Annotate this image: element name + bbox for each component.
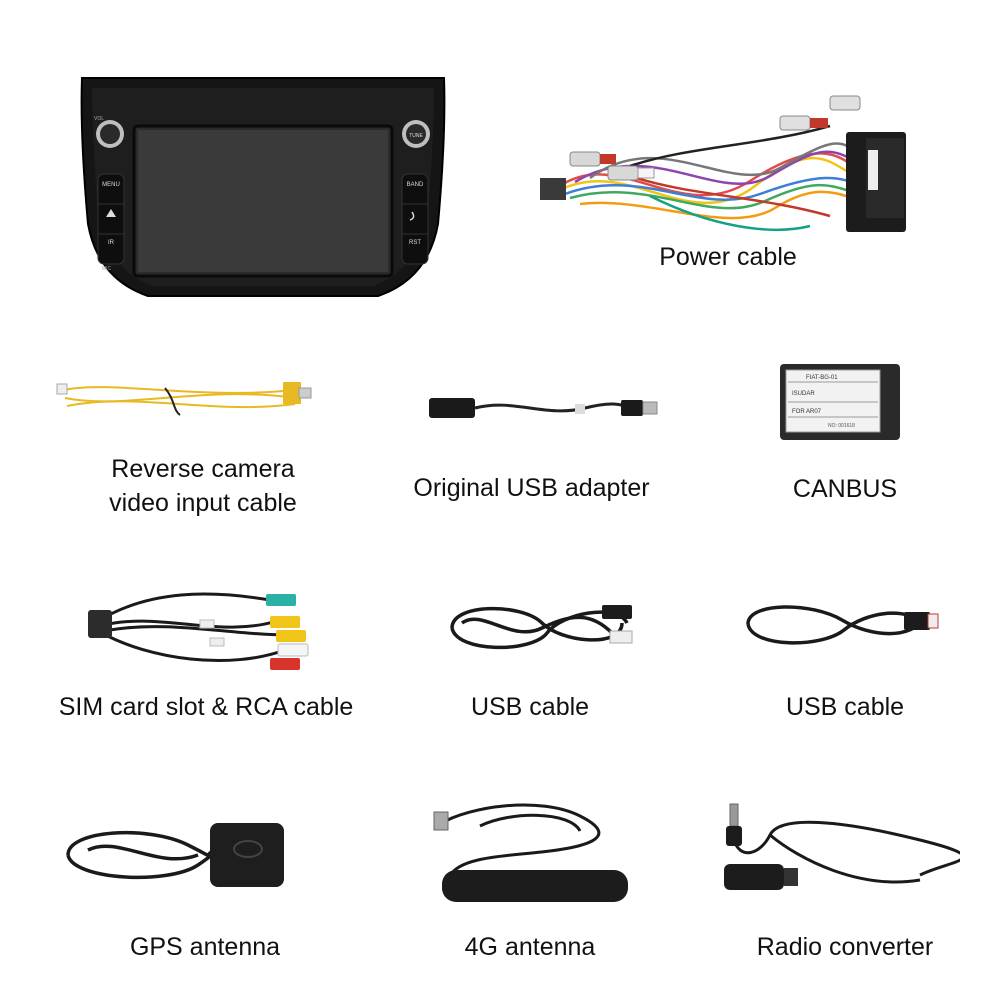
canbus-label-line4: NO: 001618 bbox=[828, 423, 855, 429]
canbus-label-line2: ISUDAR bbox=[792, 391, 815, 397]
usb-cable-1-caption: USB cable bbox=[450, 690, 610, 724]
usb-cable-2-caption-text: USB cable bbox=[785, 693, 905, 721]
reverse-camera-caption-line2: video input cable bbox=[109, 489, 297, 517]
gps-caption-text: GPS antenna bbox=[129, 933, 281, 961]
sim-rca-caption-text: SIM card slot & RCA cable bbox=[58, 693, 354, 721]
mic-label: MIC bbox=[102, 266, 112, 272]
sim-rca-caption: SIM card slot & RCA cable bbox=[42, 690, 370, 724]
usb-adapter-caption: Original USB adapter bbox=[393, 471, 670, 505]
radio-converter-caption: Radio converter bbox=[740, 930, 950, 964]
canbus-label-line3: FOR AR07 bbox=[792, 409, 822, 415]
head-unit: MENU IR BAND RST TUNE VOL MIC bbox=[78, 74, 448, 304]
band-label: BAND bbox=[407, 182, 424, 188]
usb-adapter-image bbox=[425, 388, 665, 428]
radio-converter-caption-text: Radio converter bbox=[756, 933, 934, 961]
gps-antenna-image bbox=[58, 815, 290, 895]
canbus-box: FIAT-BG-01 ISUDAR FOR AR07 NO: 001618 bbox=[778, 362, 902, 442]
reverse-camera-caption-line1: Reverse camera bbox=[111, 455, 295, 483]
canbus-caption: CANBUS bbox=[765, 472, 925, 506]
canbus-label-line1: FIAT-BG-01 bbox=[806, 375, 838, 381]
canbus-caption-text: CANBUS bbox=[792, 475, 898, 503]
power-cable-image bbox=[530, 86, 930, 246]
reverse-camera-caption: Reverse camera video input cable bbox=[55, 452, 351, 520]
power-cable-caption-text: Power cable bbox=[659, 243, 797, 271]
antenna-4g-caption-text: 4G antenna bbox=[464, 933, 596, 961]
reverse-camera-cable-image bbox=[55, 370, 315, 430]
vol-label: VOL bbox=[94, 116, 104, 122]
usb-cable-1-caption-text: USB cable bbox=[470, 693, 590, 721]
power-cable-caption: Power cable bbox=[628, 240, 828, 274]
ir-label: IR bbox=[108, 240, 115, 246]
usb-cable-1-image bbox=[432, 593, 644, 663]
menu-label: MENU bbox=[102, 182, 120, 188]
sim-rca-cable-image bbox=[70, 580, 320, 675]
usb-cable-2-caption: USB cable bbox=[765, 690, 925, 724]
antenna-4g-image bbox=[430, 796, 630, 906]
radio-converter-image bbox=[720, 800, 960, 900]
antenna-4g-caption: 4G antenna bbox=[430, 930, 630, 964]
gps-caption: GPS antenna bbox=[105, 930, 305, 964]
tune-label: TUNE bbox=[409, 133, 423, 139]
rst-label: RST bbox=[409, 240, 421, 246]
usb-adapter-caption-text: Original USB adapter bbox=[413, 474, 650, 502]
usb-cable-2-image bbox=[732, 594, 944, 656]
